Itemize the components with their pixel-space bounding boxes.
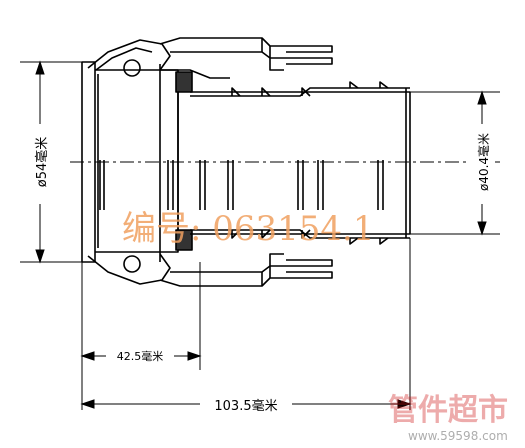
hose-diameter-dimension-line	[410, 90, 500, 236]
lower-cam-lever	[87, 253, 333, 287]
body-length-dimension-line	[80, 262, 202, 410]
site-logo-brand: 管件超市	[388, 393, 508, 428]
upper-cam-lever	[87, 37, 333, 79]
coupler-body	[81, 61, 193, 263]
hose-tail	[99, 81, 411, 245]
watermark-code: 编号: 063154.1	[122, 209, 375, 249]
outer-diameter-label: ø54毫米	[34, 137, 50, 188]
hose-diameter-label: ø40.4毫米	[476, 133, 491, 191]
overall-length-dimension-line	[80, 238, 412, 410]
overall-length-label: 103.5毫米	[214, 398, 277, 414]
site-logo-url: www.59598.com	[408, 429, 508, 443]
body-length-label: 42.5毫米	[117, 349, 164, 363]
